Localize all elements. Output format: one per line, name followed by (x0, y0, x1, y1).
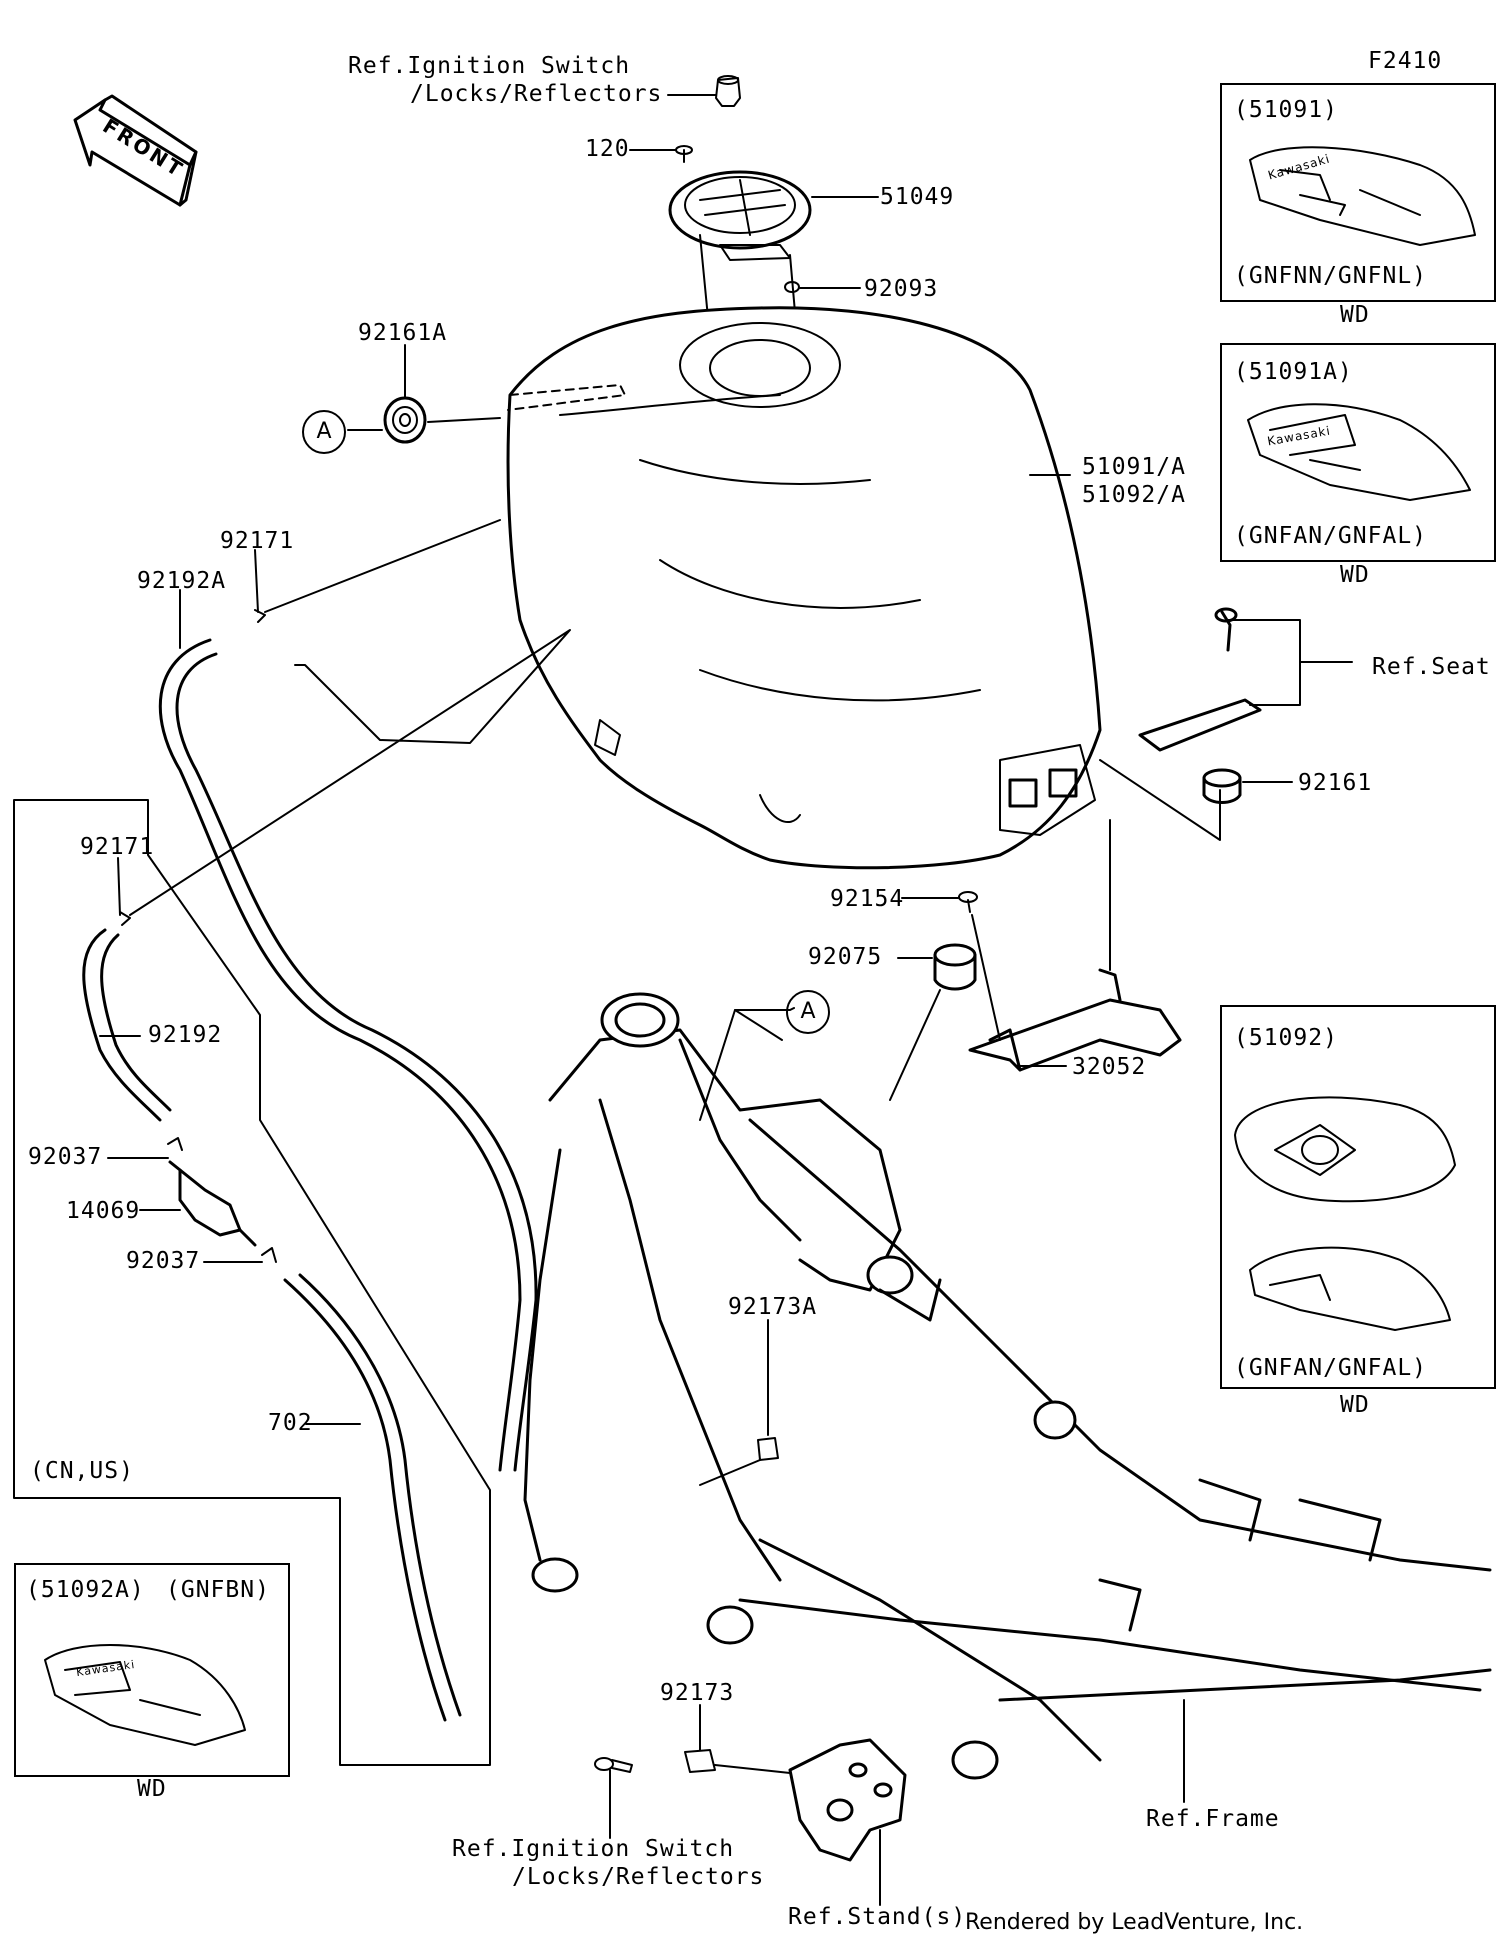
variant-title: (51091) (1234, 97, 1338, 123)
bolt-92154-part (958, 891, 978, 913)
callout-51092A: 51092/A (1082, 482, 1186, 508)
ref-ignition-bottom-line1: Ref.Ignition Switch (452, 1836, 735, 1862)
callout-92093: 92093 (864, 276, 939, 302)
variant-title: (51092) (1234, 1025, 1338, 1051)
callout-92161A: 92161A (358, 320, 448, 346)
variant-tank-lettering: Kawasaki (75, 1657, 137, 1680)
variant-note-51091: WD (1340, 302, 1370, 328)
variant-51092A-sketch (44, 1644, 246, 1746)
clip-92037-part (167, 1137, 183, 1151)
callout-92075: 92075 (808, 944, 883, 970)
callout-92161: 92161 (1298, 770, 1373, 796)
footer-credit: Rendered by LeadVenture, Inc. (965, 1910, 1304, 1935)
screw-120-part (675, 145, 693, 163)
callout-92037-b: 92037 (126, 1248, 201, 1274)
variant-code: (GNFAN/GNFAL) (1234, 523, 1428, 549)
clip-92037b-part (261, 1247, 277, 1263)
clip-92173-part (684, 1749, 716, 1773)
callout-92171-a: 92171 (220, 528, 295, 554)
variant-title: (51092A) (26, 1577, 145, 1603)
ignition-bolt-part (715, 75, 741, 107)
clip-92173A-part (757, 1437, 779, 1461)
variant-51091A-sketch (1247, 403, 1471, 501)
callout-702: 702 (268, 1410, 313, 1436)
stand-bracket-part (788, 1738, 907, 1862)
variant-tank-lettering: Kawasaki (1266, 151, 1332, 183)
callout-51049: 51049 (880, 184, 955, 210)
clip-92171-part (254, 609, 266, 623)
variant-title: (51091A) (1234, 359, 1353, 385)
hose-702-part (283, 1273, 462, 1722)
variant-box-51091A: (51091A) Kawasaki (GNFAN/GNFAL) (1220, 343, 1496, 562)
variant-note-51092: WD (1340, 1392, 1370, 1418)
variant-note-51091A: WD (1340, 562, 1370, 588)
ref-ignition-top-line1: Ref.Ignition Switch (348, 53, 631, 79)
callout-92171-b: 92171 (80, 834, 155, 860)
hose-92192-part (82, 928, 172, 1122)
callout-A-circle: A (302, 410, 346, 454)
callout-120: 120 (585, 136, 630, 162)
fuel-cap-51049-part (668, 170, 812, 261)
callout-92192: 92192 (148, 1022, 223, 1048)
clip-92171b-part (119, 911, 131, 926)
fuel-tank-part (506, 306, 1102, 870)
seat-bracket-part (1138, 607, 1262, 752)
hose-92192A-part (158, 638, 538, 1472)
callout-92173: 92173 (660, 1680, 735, 1706)
damper-92161-part (1202, 768, 1242, 804)
variant-code: (GNFNN/GNFNL) (1234, 263, 1428, 289)
ref-ignition-top-line2: /Locks/Reflectors (410, 81, 663, 107)
variant-note-51092A: WD (137, 1776, 167, 1802)
callout-14069: 14069 (66, 1198, 141, 1224)
callout-92037-a: 92037 (28, 1144, 103, 1170)
variant-tank-lettering: Kawasaki (1266, 423, 1332, 449)
ref-ignition-bottom-line2: /Locks/Reflectors (512, 1864, 765, 1890)
frame-part (523, 992, 1492, 1780)
damper-92075-part (933, 943, 977, 991)
callout-92192A: 92192A (137, 568, 227, 594)
ref-seat-label: Ref.Seat (1372, 654, 1491, 680)
bracket-32052-part (968, 968, 1182, 1072)
variant-51092-sketch (1234, 1096, 1456, 1331)
variant-box-51092A: (51092A) (GNFBN) Kawasaki (14, 1563, 290, 1777)
callout-A-circle-frame: A (786, 990, 830, 1034)
ref-frame-label: Ref.Frame (1146, 1806, 1280, 1832)
front-arrow-icon (73, 94, 198, 207)
variant-box-51092: (51092) (GNFAN/GNFAL) (1220, 1005, 1496, 1389)
figure-id: F2410 (1368, 48, 1443, 74)
ref-stand-label: Ref.Stand(s) (788, 1904, 967, 1930)
variant-code: (GNFBN) (166, 1577, 270, 1603)
variant-code: (GNFAN/GNFAL) (1234, 1355, 1428, 1381)
callout-51091A: 51091/A (1082, 454, 1186, 480)
callout-92154: 92154 (830, 886, 905, 912)
bolt-bottom-part (594, 1757, 633, 1773)
callout-32052: 32052 (1072, 1054, 1147, 1080)
variant-51091-sketch (1249, 146, 1476, 246)
cn-us-label: (CN,US) (30, 1458, 134, 1484)
filter-14069-part (168, 1160, 257, 1247)
callout-92173A: 92173A (728, 1294, 818, 1320)
variant-box-51091: (51091) Kawasaki (GNFNN/GNFNL) (1220, 83, 1496, 302)
grommet-92161A-part (383, 396, 427, 444)
